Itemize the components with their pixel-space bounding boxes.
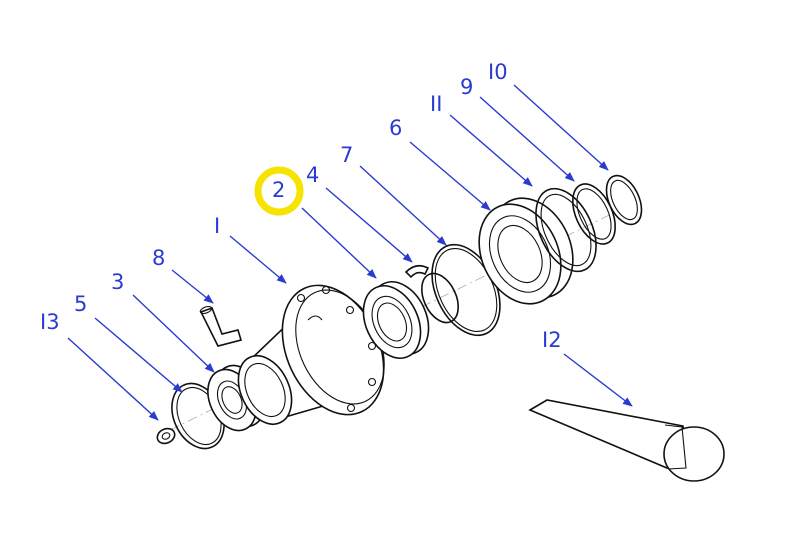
part-4-clip (404, 264, 430, 279)
part-11-ring (535, 187, 597, 273)
callout-3: 3 (111, 270, 125, 294)
part-13-washer (156, 427, 176, 445)
callout-12: I2 (542, 328, 562, 352)
callout-7: 7 (340, 143, 354, 167)
callout-2: 2 (272, 178, 286, 202)
part-8-pipe (199, 305, 243, 347)
callout-6: 6 (389, 116, 403, 140)
callout-8: 8 (152, 246, 166, 270)
callout-5: 5 (74, 292, 88, 316)
callout-9: 9 (460, 75, 474, 99)
leader-lines (67, 84, 633, 421)
callout-10: I0 (488, 60, 508, 84)
callout-11: II (430, 92, 443, 116)
part-10-cap (605, 174, 643, 226)
part-6-seal (478, 197, 574, 305)
callout-2-highlight (254, 166, 304, 216)
callout-13: I3 (40, 310, 60, 334)
callout-1: I (214, 214, 221, 238)
callout-4: 4 (306, 163, 320, 187)
part-1-hub (237, 284, 385, 425)
part-12-tube (528, 399, 725, 482)
part-2-bearing (362, 281, 430, 359)
